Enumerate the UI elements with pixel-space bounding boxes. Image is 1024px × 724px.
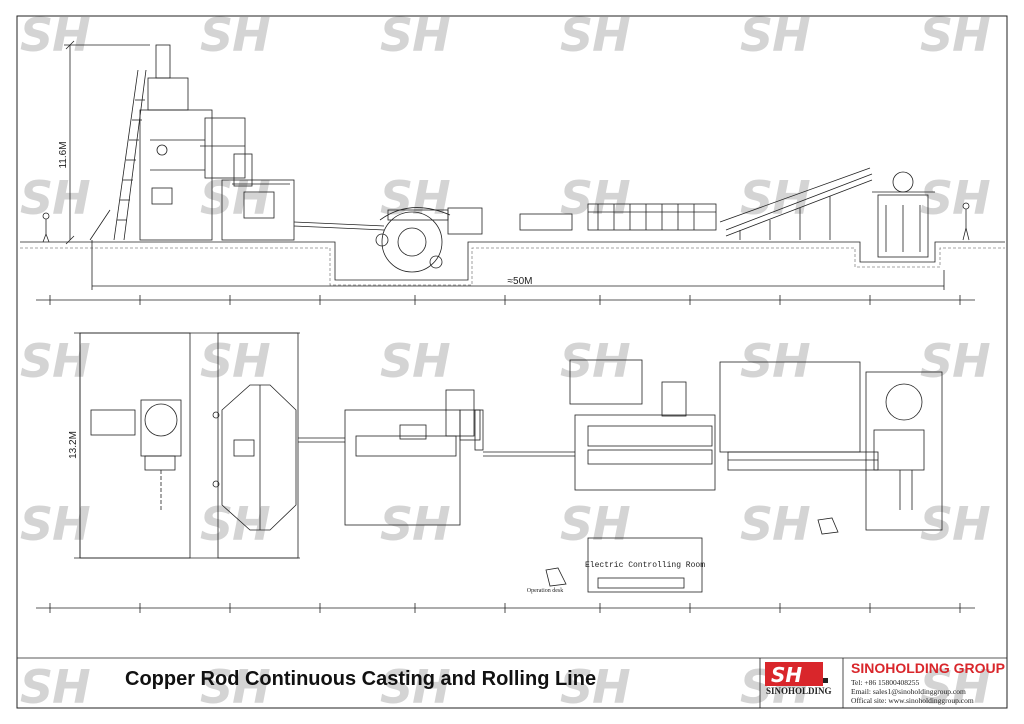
- watermark: SH: [200, 497, 271, 551]
- watermark: SH: [200, 8, 271, 62]
- width-dimension-label: 13.2M: [68, 431, 79, 459]
- ground-line: [20, 241, 1005, 281]
- holding-furnace: [221, 153, 295, 241]
- watermark: SH: [560, 171, 631, 225]
- watermark: SH: [560, 8, 631, 62]
- elevation-view: [20, 40, 1005, 301]
- conveyor: [719, 167, 873, 240]
- watermark: SH: [740, 497, 811, 551]
- watermark: SH: [20, 171, 91, 225]
- height-dimension: [64, 40, 150, 245]
- watermark: SH: [380, 8, 451, 62]
- watermark: SH: [920, 171, 991, 225]
- shaft-furnace: [89, 44, 246, 241]
- company-site: Offical site: www.sinoholdinggroup.com: [851, 696, 974, 705]
- watermark: SH: [920, 8, 991, 62]
- watermark: SH: [920, 334, 991, 388]
- watermark: SH: [380, 497, 451, 551]
- coiler-elevation: [872, 171, 935, 258]
- height-dimension-label: 11.6M: [58, 141, 69, 168]
- coiler-plan: [865, 371, 943, 531]
- watermark: SH: [560, 660, 631, 714]
- shaft-furnace-plan: [79, 332, 191, 559]
- watermark: SH: [380, 660, 451, 714]
- watermark: SH: [20, 497, 91, 551]
- watermark: SH: [740, 334, 811, 388]
- watermark: SH: [920, 660, 991, 714]
- watermark: SH: [920, 497, 991, 551]
- length-dimension: [91, 240, 945, 290]
- watermark: SH: [560, 497, 631, 551]
- plan-view: [36, 332, 975, 609]
- watermark: SH: [200, 660, 271, 714]
- watermark: SH: [20, 8, 91, 62]
- length-dimension-label: ≈50M: [508, 276, 533, 287]
- watermark: SH: [740, 8, 811, 62]
- casting-wheel: [375, 207, 483, 273]
- electric-room: [587, 537, 703, 593]
- holding-furnace-plan: [217, 332, 299, 559]
- watermark: SH: [380, 334, 451, 388]
- logo-wordmark: SINOHOLDING: [766, 686, 832, 696]
- company-tel: Tel: +86 15800408255: [851, 678, 920, 687]
- drawing-title: Copper Rod Continuous Casting and Rollin…: [125, 668, 597, 690]
- company-email: Email: sales1@sinoholdinggroup.com: [851, 687, 966, 696]
- watermark: SH: [560, 334, 631, 388]
- conveyor-plan: [727, 451, 879, 471]
- operator-figures: [42, 202, 970, 243]
- company-name: SINOHOLDING GROUP: [851, 660, 1006, 676]
- operation-desk-label: Operation desk: [527, 588, 564, 594]
- watermark: SH: [200, 334, 271, 388]
- casting-machine-plan: [344, 409, 461, 526]
- electric-room-label: Electric Controlling Room: [585, 561, 705, 570]
- drawing-frame: [16, 15, 1008, 709]
- rolling-mill-elevation: [519, 203, 717, 231]
- rolling-mill-plan: [574, 414, 716, 491]
- watermark: SH: [20, 334, 91, 388]
- watermark: SH: [20, 660, 91, 714]
- svg-text:SH: SH: [771, 663, 802, 687]
- watermark: SH: [740, 171, 811, 225]
- company-logo: SH: [765, 662, 828, 687]
